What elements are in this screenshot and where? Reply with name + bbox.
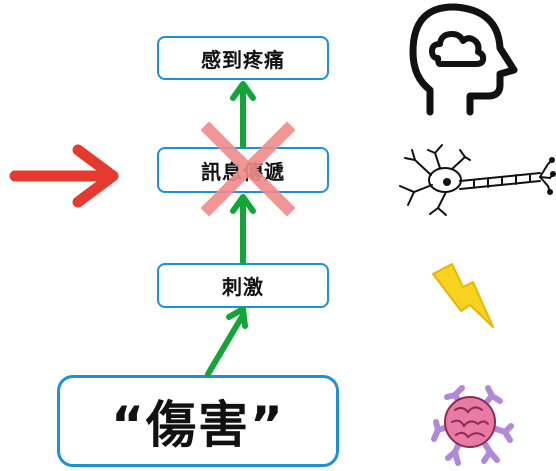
neuron-icon (399, 144, 556, 216)
arrow-transmission-to-pain-head (230, 81, 256, 101)
red-arrow-icon (9, 144, 119, 208)
stimulus-box: 刺激 (157, 263, 329, 308)
arrow-damage-to-stimulus (205, 312, 246, 377)
damage-box: “傷害” (57, 375, 339, 467)
arrow-stimulus-to-transmission-head (230, 194, 256, 214)
lightning-bolt-icon (432, 263, 494, 328)
cross-icon (200, 121, 296, 217)
head-cloud-icon (409, 3, 518, 116)
green-arrows (205, 81, 256, 377)
arrow-damage-to-stimulus-head (226, 306, 248, 329)
damaged-cell-icon (431, 385, 514, 466)
pain-label: 感到疼痛 (201, 47, 285, 72)
stimulus-label: 刺激 (222, 275, 264, 299)
pain-box: 感到疼痛 (157, 36, 329, 80)
damage-label: “傷害” (111, 396, 285, 454)
